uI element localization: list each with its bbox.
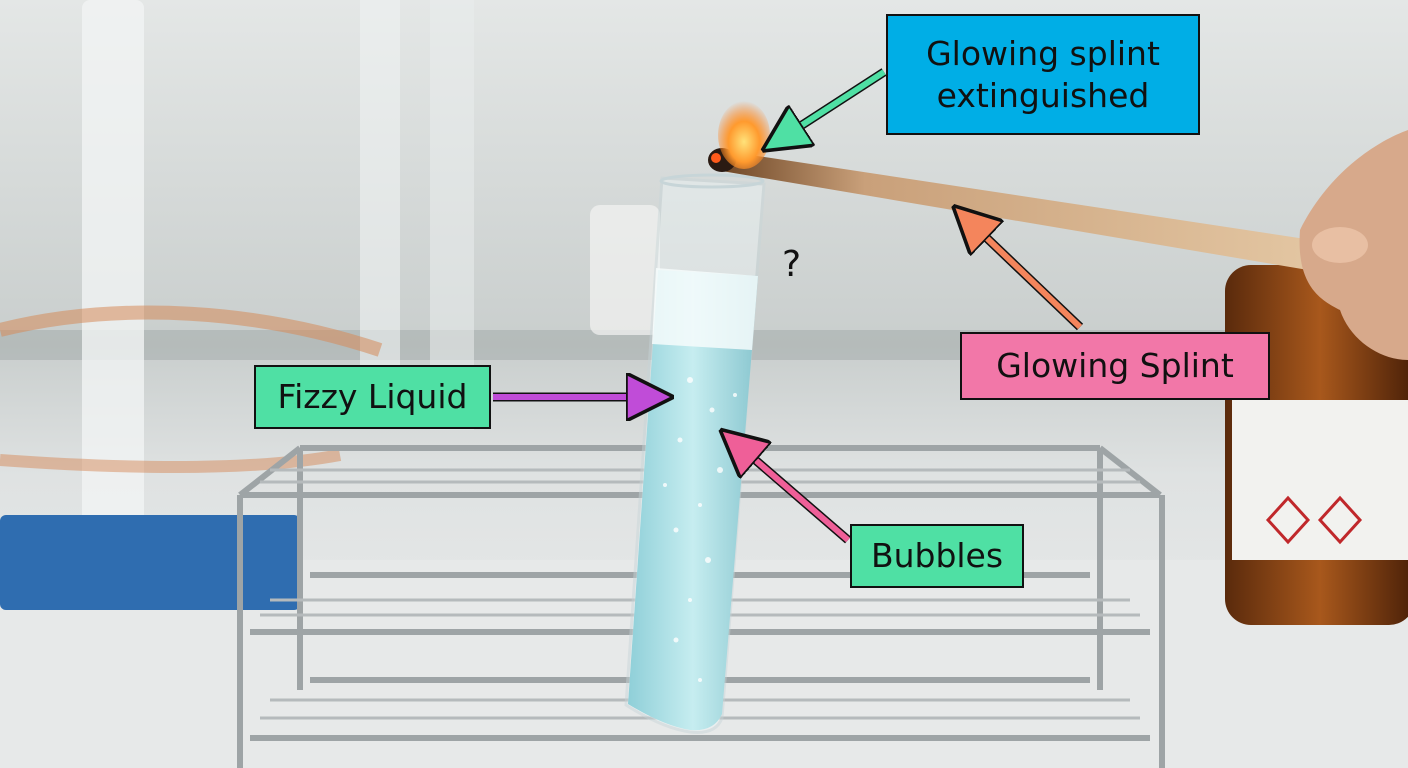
question-mark: ? (782, 244, 802, 285)
label-glowing-splint-extinguished: Glowing splint extinguished (886, 14, 1200, 135)
label-glowing-splint: Glowing Splint (960, 332, 1270, 400)
label-bubbles: Bubbles (850, 524, 1024, 588)
label-fizzy-liquid: Fizzy Liquid (254, 365, 491, 429)
